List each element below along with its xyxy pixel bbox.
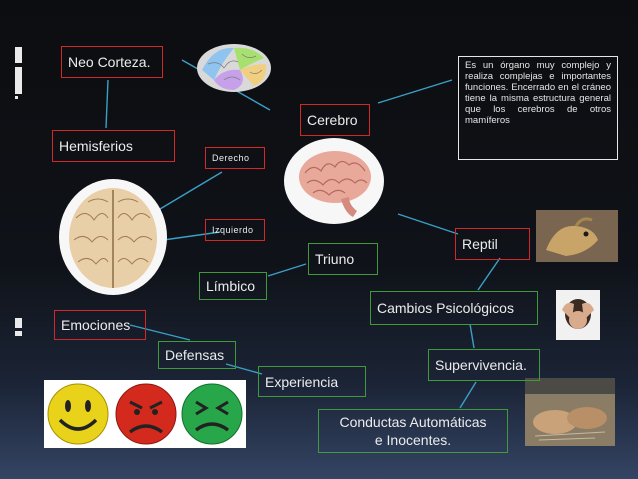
node-izquierdo: Izquierdo xyxy=(205,219,265,241)
node-emociones: Emociones xyxy=(54,310,146,340)
node-supervivencia: Supervivencia. xyxy=(428,349,540,381)
node-defensas: Defensas xyxy=(158,341,236,369)
node-neocorteza: Neo Corteza. xyxy=(61,46,163,78)
connector-cerebro-reptil xyxy=(397,213,459,235)
node-hemisferios: Hemisferios xyxy=(52,130,175,162)
hands-photo xyxy=(525,378,615,446)
node-experiencia: Experiencia xyxy=(258,366,366,397)
node-limbico: Límbico xyxy=(199,272,267,300)
connector-reptil-cambios xyxy=(477,257,501,291)
node-cambios: Cambios Psicológicos xyxy=(370,291,538,325)
brain-top-icon xyxy=(58,178,168,296)
stressed-person-photo xyxy=(556,290,600,340)
connector-derecho xyxy=(149,171,223,216)
node-triuno: Triuno xyxy=(308,243,378,275)
deco-bar xyxy=(15,96,18,99)
deco-bar xyxy=(15,331,22,336)
squint-face-icon xyxy=(181,383,243,445)
lizard-photo xyxy=(536,210,618,262)
connector-limbico-triuno xyxy=(267,263,307,277)
connector-defensas-experiencia xyxy=(225,363,263,375)
deco-bar xyxy=(15,47,22,63)
deco-bar xyxy=(15,318,22,328)
connector-supervivencia-conductas xyxy=(459,381,477,409)
faces-strip xyxy=(44,380,246,448)
brain-side-icon xyxy=(194,40,274,96)
connector-emociones-defensas xyxy=(129,324,191,341)
node-reptil: Reptil xyxy=(455,228,530,260)
connector-cambios-supervivencia xyxy=(469,323,475,349)
connector-neocorteza-hemisferios xyxy=(105,79,109,129)
deco-bar xyxy=(15,67,22,94)
node-cerebro: Cerebro xyxy=(300,104,370,136)
angry-face-icon xyxy=(115,383,177,445)
node-conductas: Conductas Automáticas e Inocentes. xyxy=(318,409,508,453)
description-box: Es un órgano muy complejo y realiza comp… xyxy=(458,56,618,160)
node-derecho: Derecho xyxy=(205,147,265,169)
happy-face-icon xyxy=(47,383,109,445)
brain-center-icon xyxy=(283,137,385,225)
connector-cerebro-desc xyxy=(377,79,453,104)
